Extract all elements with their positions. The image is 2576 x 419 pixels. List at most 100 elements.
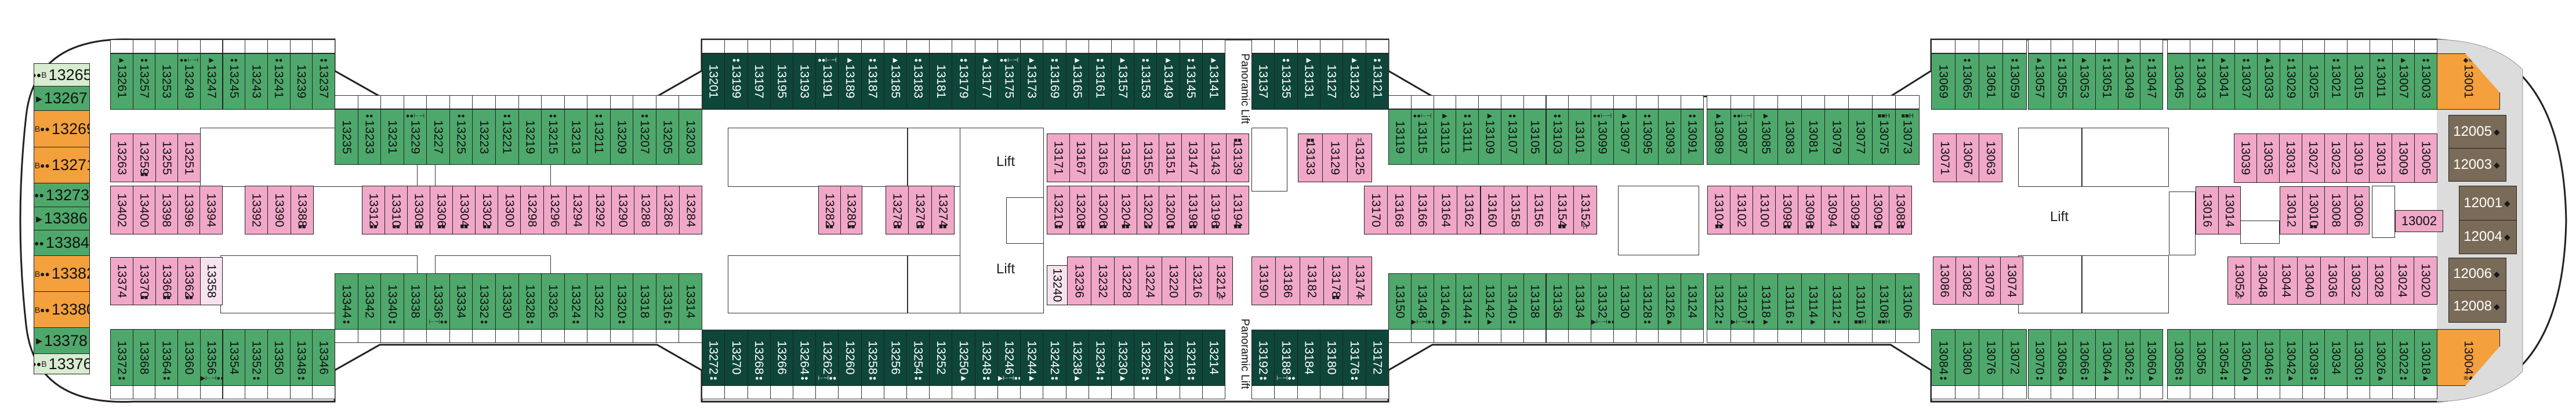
cabin-13394[interactable]: 13394 xyxy=(199,186,223,234)
cabin-13380[interactable]: ◆B●●13380 xyxy=(34,291,90,328)
cabin-13077[interactable]: 13077 xyxy=(1848,109,1873,165)
cabin-13254[interactable]: 13254●● xyxy=(906,330,930,386)
cabin-13034[interactable]: 13034 xyxy=(2324,329,2348,386)
cabin-13318[interactable]: 13318 xyxy=(633,273,656,330)
cabin-13144[interactable]: 13144●● xyxy=(1456,273,1479,330)
cabin-13150[interactable]: 13150 xyxy=(1388,273,1412,330)
cabin-13310[interactable]: 13310■■ xyxy=(384,186,408,234)
cabin-13014[interactable]: 13014 xyxy=(2218,186,2241,234)
cabin-13149[interactable]: 13149▶ xyxy=(1156,53,1180,110)
cabin-13069[interactable]: 13069 xyxy=(1931,53,1955,110)
cabin-13190[interactable]: 13190 xyxy=(1251,257,1276,305)
cabin-13043[interactable]: 13043●● xyxy=(2189,53,2213,110)
cabin-13055[interactable]: 13055●● xyxy=(2050,53,2074,110)
cabin-13378[interactable]: ▶13378 xyxy=(34,327,90,354)
cabin-13231[interactable]: 13231 xyxy=(380,109,404,165)
cabin-13046[interactable]: 13046●● xyxy=(2257,329,2280,386)
cabin-13260[interactable]: 13260 xyxy=(838,330,862,386)
cabin-13083[interactable]: 13083 xyxy=(1777,109,1802,165)
cabin-13093[interactable]: 13093 xyxy=(1658,109,1682,165)
cabin-13273[interactable]: ●●13273 xyxy=(34,183,90,207)
cabin-13078[interactable]: 13078 xyxy=(1978,257,2001,305)
suite-12003[interactable]: 12003◆ xyxy=(2448,148,2506,182)
cabin-13400[interactable]: 13400 xyxy=(132,186,156,234)
cabin-13057[interactable]: 13057▶ xyxy=(2028,53,2051,110)
cabin-13101[interactable]: 13101 xyxy=(1568,109,1592,165)
cabin-13120[interactable]: 13120▶⊢⊣●● xyxy=(1730,273,1755,330)
cabin-13029[interactable]: 13029●● xyxy=(2279,53,2303,110)
cabin-13084[interactable]: 13084●● xyxy=(1931,329,1955,386)
cabin-13334[interactable]: 13334 xyxy=(449,273,473,330)
cabin-13021[interactable]: 13021●● xyxy=(2324,53,2348,110)
cabin-13252[interactable]: 13252 xyxy=(929,330,953,386)
cabin-13211[interactable]: 13211●● xyxy=(587,109,611,165)
cabin-13124[interactable]: 13124 xyxy=(1681,273,1704,330)
cabin-13181[interactable]: 13181 xyxy=(929,53,953,110)
cabin-13296[interactable]: 13296 xyxy=(543,186,567,234)
cabin-13071[interactable]: 13071 xyxy=(1933,133,1957,182)
cabin-13042[interactable]: 13042▶ xyxy=(2279,329,2303,386)
cabin-13015[interactable]: 13015 xyxy=(2347,53,2370,110)
cabin-13054[interactable]: 13054●● xyxy=(2212,329,2236,386)
cabin-13330[interactable]: 13330 xyxy=(495,273,519,330)
cabin-13092[interactable]: 13092■■ xyxy=(1843,186,1867,234)
suite-12001[interactable]: 12001◆ xyxy=(2459,186,2517,221)
cabin-13188[interactable]: 13188⊢⊣●● xyxy=(1274,330,1298,386)
cabin-13346[interactable]: 13346 xyxy=(312,329,335,386)
cabin-13145[interactable]: 13145●● xyxy=(1179,53,1203,110)
cabin-13368[interactable]: 13368 xyxy=(132,329,156,386)
cabin-13215[interactable]: 13215●● xyxy=(541,109,565,165)
cabin-13060[interactable]: 13060▶ xyxy=(2140,329,2163,386)
cabin-13225[interactable]: 13225●● xyxy=(449,109,473,165)
cabin-13139[interactable]: 13139■■ xyxy=(1226,133,1249,182)
cabin-13316[interactable]: 13316●● xyxy=(655,273,680,330)
cabin-13251[interactable]: 13251 xyxy=(177,133,201,182)
cabin-13048[interactable]: 13048 xyxy=(2251,257,2275,305)
cabin-13179[interactable]: 13179●● xyxy=(952,53,975,110)
cabin-13094[interactable]: 13094 xyxy=(1820,186,1844,234)
cabin-13098[interactable]: 13098■■ xyxy=(1775,186,1799,234)
cabin-13336[interactable]: 13336⊢⊣●● xyxy=(426,273,450,330)
cabin-13121[interactable]: 13121●● xyxy=(1365,53,1389,110)
cabin-13072[interactable]: 13072 xyxy=(2002,329,2027,386)
cabin-13198[interactable]: 13198■■ xyxy=(1181,186,1204,234)
cabin-13332[interactable]: 13332●● xyxy=(472,273,496,330)
cabin-13126[interactable]: 13126▶ xyxy=(1658,273,1682,330)
cabin-13088[interactable]: 13088■■ xyxy=(1888,186,1912,234)
cabin-13085[interactable]: 13085▶ xyxy=(1754,109,1778,165)
cabin-13022[interactable]: 13022●● xyxy=(2392,329,2415,386)
cabin-13089[interactable]: 13089▶ xyxy=(1707,109,1731,165)
cabin-13140[interactable]: 13140●● xyxy=(1500,273,1524,330)
cabin-13096[interactable]: 13096■■ xyxy=(1798,186,1822,234)
cabin-13008[interactable]: 13008 xyxy=(2324,186,2348,234)
cabin-13286[interactable]: 13286 xyxy=(656,186,680,234)
cabin-13091[interactable]: 13091●● xyxy=(1681,109,1704,165)
cabin-13097[interactable]: 13097▶ xyxy=(1613,109,1637,165)
cabin-13016[interactable]: 13016 xyxy=(2196,186,2219,234)
cabin-13204[interactable]: 13204■■ xyxy=(1114,186,1137,234)
cabin-13262[interactable]: 13262⊢⊣●● xyxy=(815,330,839,386)
cabin-13354[interactable]: 13354 xyxy=(222,329,246,386)
cabin-13027[interactable]: 13027 xyxy=(2301,133,2325,183)
cabin-13082[interactable]: 13082 xyxy=(1955,257,1979,305)
cabin-13241[interactable]: 13241●● xyxy=(267,53,291,110)
cabin-13086[interactable]: 13086 xyxy=(1933,257,1956,305)
cabin-13194[interactable]: 13194■■ xyxy=(1226,186,1249,234)
cabin-13356[interactable]: 13356▶⊢⊣●● xyxy=(199,329,223,386)
cabin-13193[interactable]: 13193 xyxy=(793,53,817,110)
cabin-13090[interactable]: 13090■■ xyxy=(1866,186,1889,234)
cabin-13300[interactable]: 13300 xyxy=(498,186,521,234)
cabin-13201[interactable]: 13201 xyxy=(702,53,725,110)
cabin-13306[interactable]: 13306■■ xyxy=(430,186,453,234)
cabin-13202[interactable]: 13202■■ xyxy=(1136,186,1160,234)
cabin-13222[interactable]: 13222▶ xyxy=(1156,330,1180,386)
cabin-13013[interactable]: 13013 xyxy=(2369,133,2393,183)
cabin-13276[interactable]: 13276■■ xyxy=(908,186,932,234)
cabin-13302[interactable]: 13302■■ xyxy=(475,186,499,234)
cabin-13229[interactable]: 13229●●⊢⊣ xyxy=(403,109,427,165)
cabin-13146[interactable]: 13146▶ xyxy=(1433,273,1457,330)
cabin-13047[interactable]: 13047●● xyxy=(2140,53,2163,110)
cabin-13205[interactable]: 13205 xyxy=(655,109,680,165)
cabin-13163[interactable]: 13163 xyxy=(1091,133,1115,182)
cabin-13290[interactable]: 13290 xyxy=(611,186,634,234)
